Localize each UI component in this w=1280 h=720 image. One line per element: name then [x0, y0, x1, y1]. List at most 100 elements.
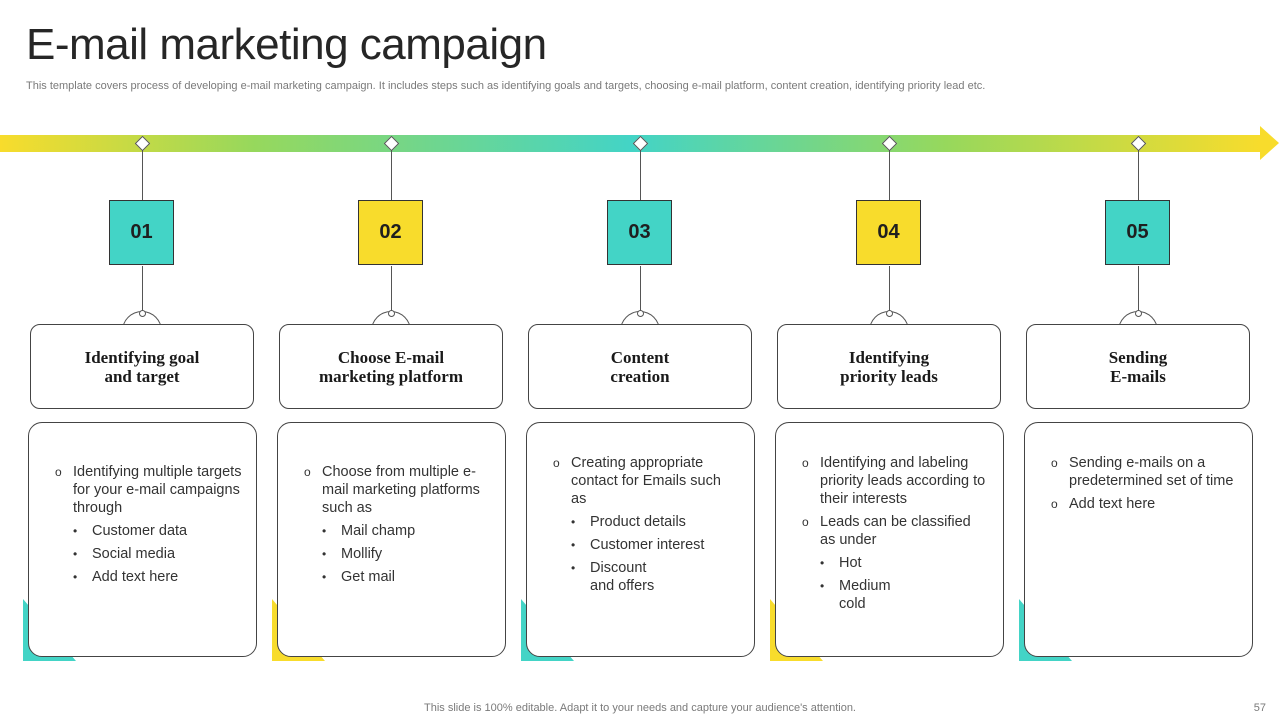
step-heading-box: Identifying goal and target — [30, 324, 254, 409]
bullet-icon: • — [73, 524, 78, 538]
sub-list-item-text: Discount and offers — [590, 560, 655, 594]
step-number-box: 02 — [358, 200, 423, 265]
sub-list-item-text: Medium cold — [839, 578, 891, 612]
bullet-icon: • — [322, 524, 327, 538]
circle-bullet-icon: o — [802, 456, 809, 470]
list-item-text: Leads can be classified as under — [820, 514, 971, 548]
connector-line — [889, 266, 890, 314]
connector-line — [391, 266, 392, 314]
step-number-box: 05 — [1105, 200, 1170, 265]
sub-list-item-text: Mollify — [341, 546, 383, 562]
sub-list-item-text: Get mail — [341, 569, 395, 585]
step-heading-box: Content creation — [528, 324, 752, 409]
list-item-text: Add text here — [1069, 496, 1156, 512]
bullet-icon: • — [571, 538, 576, 552]
sub-list-item-text: Social media — [92, 546, 176, 562]
sub-list: • Mail champ • Mollify • Get mail — [322, 522, 491, 586]
connector-line — [640, 266, 641, 314]
list-item: o Identifying and labeling priority leads… — [802, 454, 989, 508]
circle-bullet-icon: o — [1051, 456, 1058, 470]
step-heading: Identifying priority leads — [840, 347, 938, 386]
step-heading: Choose E-mail marketing platform — [318, 347, 463, 386]
connector-line — [640, 150, 641, 200]
step-heading: Identifying goal and target — [84, 347, 200, 386]
list-item-text: Sending e-mails on a predetermined set o… — [1069, 455, 1234, 489]
step-detail-card: o Creating appropriate contact for Emails… — [526, 422, 755, 657]
circle-bullet-icon: o — [1051, 497, 1058, 511]
card-content: o Sending e-mails on a predetermined set … — [1051, 454, 1238, 518]
list-item: o Sending e-mails on a predetermined set … — [1051, 454, 1238, 490]
sub-list-item-text: Hot — [839, 555, 862, 571]
sub-list-item: • Mollify — [322, 545, 491, 563]
step-heading-box: Identifying priority leads — [777, 324, 1001, 409]
step-detail-card: o Choose from multiple e-mail marketing p… — [277, 422, 506, 657]
connector-dot — [139, 310, 146, 317]
card-content: o Identifying multiple targets for your e… — [55, 463, 242, 591]
sub-list: • Customer data • Social media • Add text her… — [73, 522, 242, 586]
sub-list-item: • Mail champ — [322, 522, 491, 540]
circle-bullet-icon: o — [55, 465, 62, 479]
list-item: o Choose from multiple e-mail marketing p… — [304, 463, 491, 586]
card-content: o Identifying and labeling priority leads… — [802, 454, 989, 618]
page-subtitle: This template covers process of developi… — [26, 80, 986, 92]
step-detail-card: o Identifying and labeling priority leads… — [775, 422, 1004, 657]
connector-dot — [1135, 310, 1142, 317]
sub-list: • Product details • Customer interest • Disco… — [571, 513, 740, 595]
bullet-icon: • — [820, 556, 825, 570]
step-number-box: 01 — [109, 200, 174, 265]
bullet-icon: • — [571, 561, 576, 575]
sub-list-item-text: Customer interest — [590, 537, 705, 553]
sub-list-item: • Add text here — [73, 568, 242, 586]
list-item-text: Creating appropriate contact for Emails … — [571, 455, 721, 507]
step-detail-card: o Sending e-mails on a predetermined set … — [1024, 422, 1253, 657]
step-heading-box: Choose E-mail marketing platform — [279, 324, 503, 409]
step-heading: Content creation — [610, 347, 670, 386]
sub-list-item-text: Customer data — [92, 523, 188, 539]
connector-line — [142, 266, 143, 314]
bullet-icon: • — [322, 570, 327, 584]
bullet-icon: • — [571, 515, 576, 529]
page-title: E-mail marketing campaign — [26, 20, 547, 69]
bullet-icon: • — [73, 570, 78, 584]
bullet-icon: • — [820, 579, 825, 593]
list-item: o Leads can be classified as under • Hot • Me… — [802, 513, 989, 613]
list-item-text: Choose from multiple e-mail marketing pl… — [322, 464, 480, 516]
sub-list: • Hot • Medium cold — [820, 554, 989, 613]
sub-list-item-text: Product details — [590, 514, 686, 530]
connector-dot — [637, 310, 644, 317]
sub-list-item-text: Add text here — [92, 569, 179, 585]
sub-list-item: • Medium cold — [820, 577, 989, 613]
connector-line — [1138, 266, 1139, 314]
sub-list-item-text: Mail champ — [341, 523, 416, 539]
list-item-text: Identifying and labeling priority leads … — [820, 455, 986, 507]
connector-dot — [388, 310, 395, 317]
connector-line — [889, 150, 890, 200]
step-heading: Sending E-mails — [1108, 347, 1168, 386]
card-content: o Creating appropriate contact for Emails… — [553, 454, 740, 600]
step-heading-box: Sending E-mails — [1026, 324, 1250, 409]
connector-dot — [886, 310, 893, 317]
step-number-box: 03 — [607, 200, 672, 265]
list-item-text: Identifying multiple targets for your e-… — [73, 464, 242, 516]
timeline-arrowhead — [1260, 126, 1279, 160]
sub-list-item: • Product details — [571, 513, 740, 531]
timeline-bar — [0, 135, 1262, 152]
list-item: o Creating appropriate contact for Emails… — [553, 454, 740, 595]
list-item: o Add text here — [1051, 495, 1238, 513]
bullet-icon: • — [73, 547, 78, 561]
connector-line — [1138, 150, 1139, 200]
connector-line — [391, 150, 392, 200]
sub-list-item: • Social media — [73, 545, 242, 563]
sub-list-item: • Get mail — [322, 568, 491, 586]
step-detail-card: o Identifying multiple targets for your e… — [28, 422, 257, 657]
circle-bullet-icon: o — [553, 456, 560, 470]
circle-bullet-icon: o — [304, 465, 311, 479]
sub-list-item: • Discount and offers — [571, 559, 740, 595]
circle-bullet-icon: o — [802, 515, 809, 529]
bullet-icon: • — [322, 547, 327, 561]
connector-line — [142, 150, 143, 200]
step-number-box: 04 — [856, 200, 921, 265]
sub-list-item: • Customer interest — [571, 536, 740, 554]
sub-list-item: • Customer data — [73, 522, 242, 540]
list-item: o Identifying multiple targets for your e… — [55, 463, 242, 586]
